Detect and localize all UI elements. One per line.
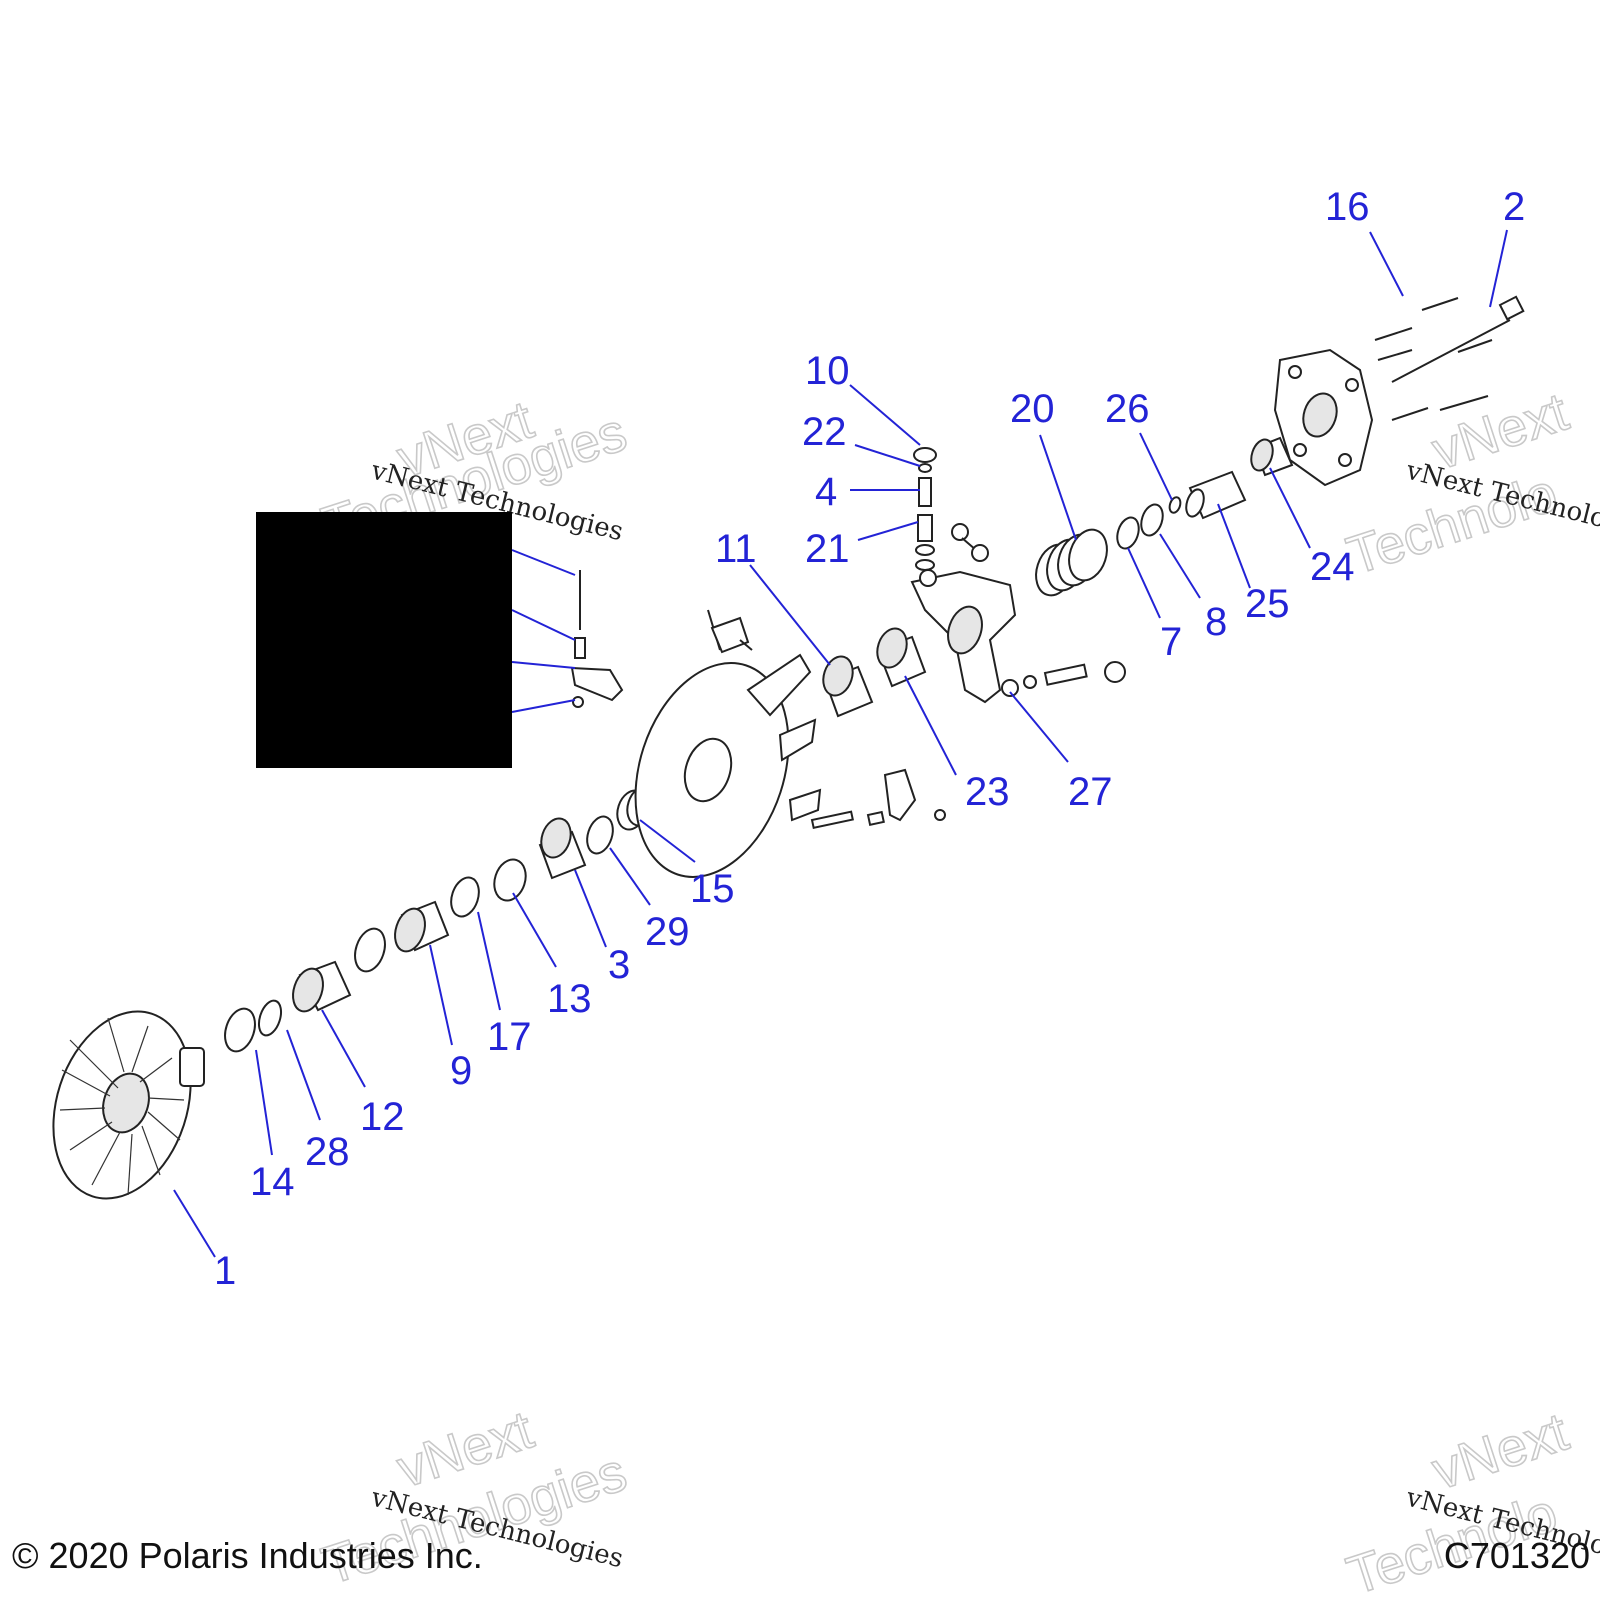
callout-11: 11 — [715, 527, 757, 571]
callout-28: 28 — [305, 1130, 350, 1174]
callout-23: 23 — [965, 770, 1010, 814]
callout-13: 13 — [547, 977, 592, 1021]
callout-14: 14 — [250, 1160, 295, 1204]
part-3-sleeve — [538, 817, 587, 880]
flyweight-lower — [810, 768, 946, 830]
copyright-text: © 2020 Polaris Industries Inc. — [12, 1535, 483, 1576]
callout-20: 20 — [1010, 387, 1055, 431]
callout-26: 26 — [1105, 387, 1150, 431]
part-2-long-bolt — [1391, 295, 1525, 383]
part-29-ring — [586, 815, 614, 855]
watermark-text: vNext — [1425, 1402, 1575, 1502]
callout-24: 24 — [1310, 545, 1355, 589]
part-27-spider — [910, 569, 1126, 704]
redaction-box — [256, 512, 512, 768]
part-17-ring — [450, 876, 480, 918]
part-25-sleeve — [1185, 470, 1247, 520]
callout-8: 8 — [1205, 600, 1227, 644]
leader-lines — [173, 229, 1508, 1258]
callout-3: 3 — [608, 943, 630, 987]
cover-plate — [1273, 348, 1374, 487]
callout-29: 29 — [645, 910, 690, 954]
part-26-ring — [1168, 496, 1182, 514]
callout-17: 17 — [487, 1015, 532, 1059]
part-11-bushing — [822, 655, 874, 718]
part-28-ring — [257, 999, 283, 1037]
callout-25: 25 — [1245, 582, 1290, 626]
part-23-bushing — [876, 627, 927, 688]
callout-4: 4 — [815, 470, 837, 514]
callout-21: 21 — [805, 527, 850, 571]
part-9-bearing — [394, 900, 450, 953]
part-20-spring — [1035, 528, 1108, 597]
part-24-bushing — [1250, 436, 1294, 477]
part-7-washer — [1116, 516, 1140, 550]
part-14-nut — [224, 1007, 256, 1053]
moveable-sheave — [634, 653, 822, 878]
callout-22: 22 — [802, 410, 847, 454]
watermark-upper-right: vNext Technolo vNext Technolo — [1339, 381, 1600, 587]
callout-27: 27 — [1068, 770, 1113, 814]
parts-10-22-4-21-stack — [913, 447, 937, 571]
callout-15: 15 — [690, 867, 735, 911]
callout-1: 1 — [214, 1249, 236, 1293]
roller-pin-upper — [951, 523, 989, 562]
part-12-bushing — [292, 960, 352, 1013]
callout-2: 2 — [1503, 185, 1525, 229]
snap-ring — [354, 927, 386, 973]
callout-9: 9 — [450, 1049, 472, 1093]
roller-pin-assembly — [707, 609, 753, 654]
callout-16: 16 — [1325, 185, 1370, 229]
figure-code: C701320 — [1444, 1535, 1590, 1576]
part-13-washer — [493, 858, 527, 902]
part-8-washer — [1140, 503, 1164, 537]
flyweight-upper — [570, 570, 624, 708]
part-16-bolts — [1374, 297, 1493, 421]
callout-7: 7 — [1160, 620, 1182, 664]
callout-12: 12 — [360, 1095, 405, 1139]
callout-labels: 1 2 3 4 7 8 9 10 11 12 13 14 15 16 17 20… — [214, 185, 1525, 1293]
part-1-fixed-sheave — [52, 1010, 205, 1200]
callout-10: 10 — [805, 349, 850, 393]
